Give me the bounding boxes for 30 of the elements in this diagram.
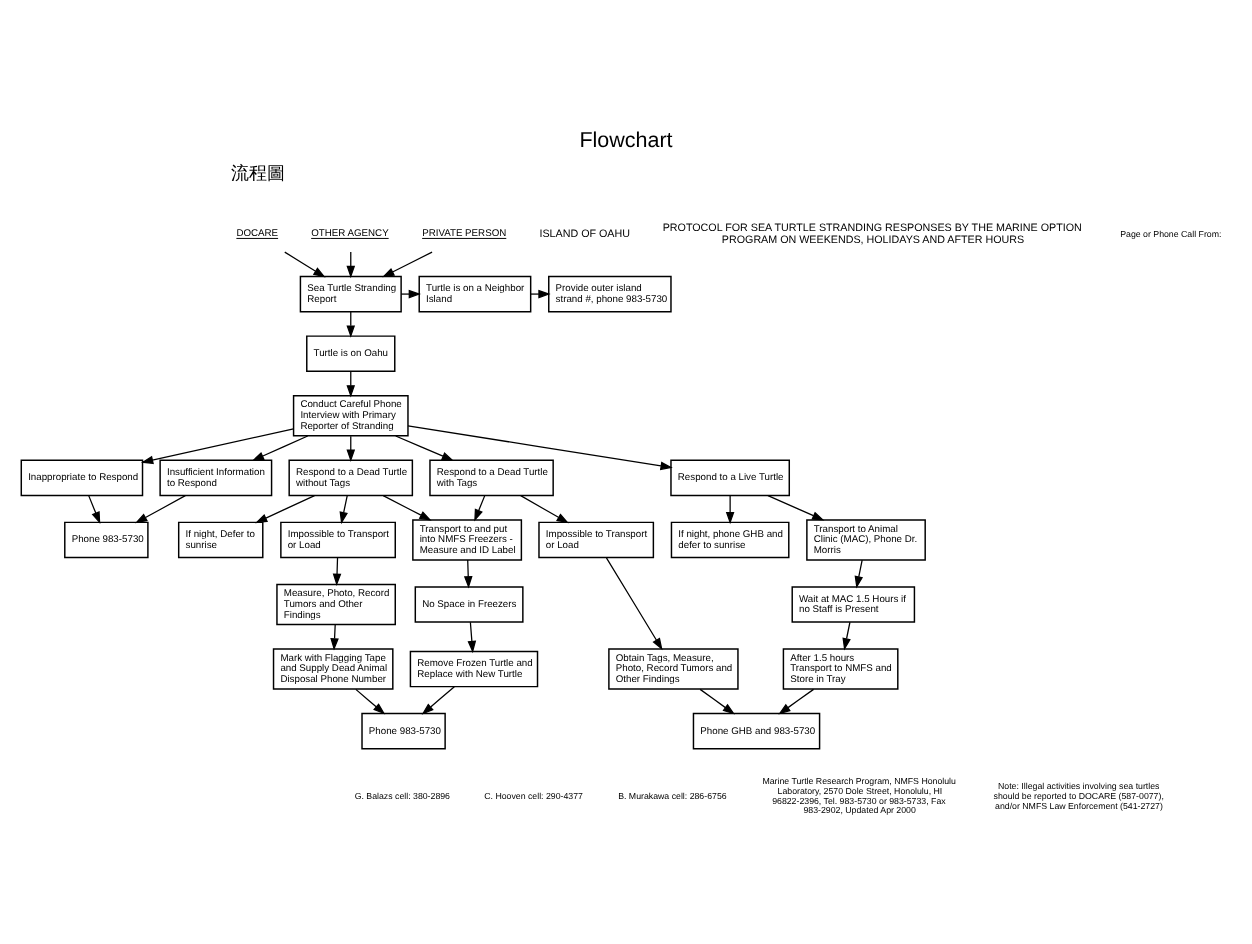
- arrow: [699, 687, 735, 714]
- arrow: [463, 558, 473, 588]
- arrow: [382, 250, 433, 277]
- arrow: [135, 493, 186, 523]
- arrow: [767, 493, 825, 520]
- arrow: [330, 622, 339, 650]
- arrow: [339, 493, 348, 524]
- arrow: [474, 493, 486, 521]
- arrow: [382, 493, 432, 520]
- arrow: [140, 427, 295, 464]
- arrow: [88, 493, 101, 524]
- arrow: [725, 493, 735, 524]
- arrow: [842, 620, 851, 650]
- label: 流程圖: [231, 164, 285, 185]
- arrow: [520, 493, 569, 523]
- arrow: [284, 250, 326, 277]
- arrow: [421, 685, 455, 714]
- arrow: [395, 434, 455, 460]
- arrow: [467, 620, 477, 653]
- arrow: [530, 288, 551, 298]
- arrow: [255, 493, 316, 523]
- arrow: [778, 687, 815, 714]
- arrow: [400, 288, 421, 298]
- arrow: [407, 424, 673, 470]
- arrow: [605, 556, 663, 650]
- arrow: [854, 558, 864, 588]
- arrow: [332, 556, 342, 585]
- diagram-title: Flowchart: [579, 128, 673, 153]
- arrow: [355, 687, 386, 714]
- arrow: [251, 434, 309, 460]
